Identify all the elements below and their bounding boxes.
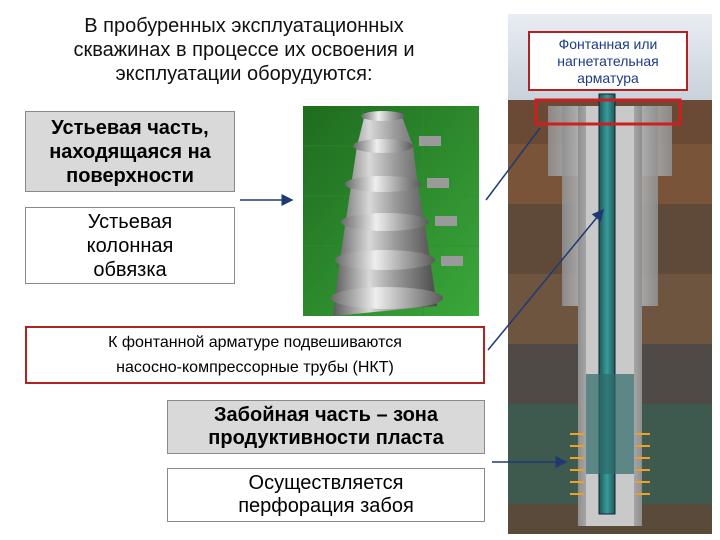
christmas-tree-label: Фонтанная или нагнетательная арматура bbox=[528, 31, 688, 91]
bottom-line-2: продуктивности пласта bbox=[208, 427, 444, 449]
title-line-2: скважинах в процессе их освоения и bbox=[73, 39, 415, 61]
wellhead-frame bbox=[534, 98, 682, 126]
page-title: В пробуренных эксплуатационных скважинах… bbox=[24, 14, 464, 86]
wellhead-photo bbox=[303, 106, 479, 316]
bottom-hole bbox=[586, 374, 634, 474]
perforation-box: Осуществляется перфорация забоя bbox=[167, 468, 485, 522]
column-binding-box: Устьевая колонная обвязка bbox=[25, 207, 235, 284]
tubing-line-1: К фонтанной арматуре подвешиваются bbox=[108, 334, 402, 351]
line-to-wellhead bbox=[485, 127, 541, 201]
title-line-1: В пробуренных эксплуатационных bbox=[84, 15, 404, 37]
bottom-zone-box: Забойная часть – зона продуктивности пла… bbox=[167, 400, 485, 454]
perforation-line-2: перфорация забоя bbox=[238, 495, 414, 517]
christmas-tree-line-1: Фонтанная или bbox=[558, 35, 658, 52]
christmas-tree-line-3: арматура bbox=[577, 69, 639, 86]
christmas-tree-line-2: нагнетательная bbox=[557, 52, 659, 69]
title-line-3: эксплуатации оборудуются: bbox=[115, 63, 373, 85]
wellhead-line-2: находящаяся на bbox=[49, 140, 211, 163]
perforation-marks bbox=[570, 433, 650, 495]
tubing-box: К фонтанной арматуре подвешиваются насос… bbox=[25, 326, 485, 384]
column-binding-line-1: Устьевая bbox=[87, 210, 173, 233]
column-binding-line-2: колонная bbox=[86, 234, 174, 257]
column-binding-line-3: обвязка bbox=[93, 258, 167, 281]
perforation-line-1: Осуществляется bbox=[248, 472, 404, 494]
tubing-line-2: насосно-компрессорные трубы (НКТ) bbox=[116, 359, 394, 376]
wellhead-line-3: поверхности bbox=[66, 164, 194, 187]
wellhead-line-1: Устьевая часть, bbox=[51, 116, 209, 139]
wellhead-box: Устьевая часть, находящаяся на поверхнос… bbox=[25, 111, 235, 192]
bottom-line-1: Забойная часть – зона bbox=[214, 404, 438, 426]
arrow-to-tubing bbox=[487, 208, 604, 351]
